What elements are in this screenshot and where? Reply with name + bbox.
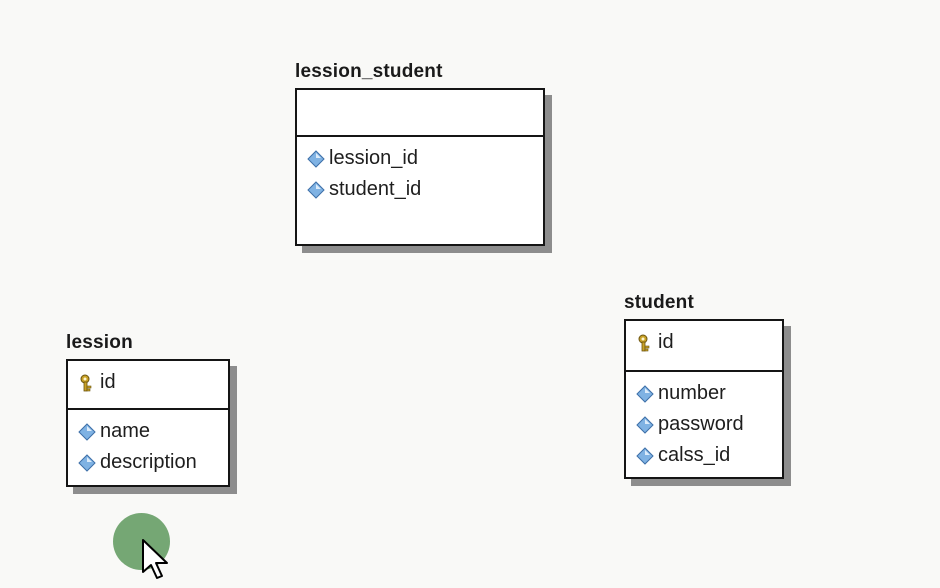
field-row[interactable]: password <box>636 409 774 440</box>
pk-field-name: id <box>658 331 674 353</box>
field-row[interactable]: student_id <box>307 174 535 205</box>
key-icon <box>638 334 650 351</box>
field-name: description <box>100 451 197 473</box>
field-row[interactable]: description <box>78 447 220 478</box>
field-name: calss_id <box>658 444 731 466</box>
entity-title-lession: lession <box>66 332 133 353</box>
entity-title-lession-student: lession_student <box>295 61 443 82</box>
pk-row[interactable]: id <box>78 367 220 398</box>
entity-box-student[interactable]: id number password <box>624 319 784 479</box>
fields-section: lession_id student_id <box>297 137 543 244</box>
field-name: lession_id <box>329 147 418 169</box>
field-name: name <box>100 420 151 442</box>
field-row[interactable]: name <box>78 416 220 447</box>
diamond-icon <box>307 180 325 199</box>
mouse-pointer-icon <box>142 539 168 579</box>
pk-section <box>297 90 543 137</box>
diamond-icon <box>307 149 325 168</box>
diamond-icon <box>636 415 654 434</box>
field-row[interactable]: number <box>636 378 774 409</box>
diamond-icon <box>78 453 96 472</box>
entity-box-lession[interactable]: id name description <box>66 359 230 487</box>
entity-title-student: student <box>624 292 695 313</box>
diamond-icon <box>78 422 96 441</box>
entity-box-lession-student[interactable]: lession_id student_id <box>295 88 545 246</box>
field-row[interactable]: lession_id <box>307 143 535 174</box>
pk-section: id <box>626 321 782 372</box>
diamond-icon <box>636 384 654 403</box>
fields-section: number password calss_id <box>626 372 782 477</box>
pk-section: id <box>68 361 228 410</box>
pk-field-name: id <box>100 371 116 393</box>
pk-row[interactable]: id <box>636 327 774 358</box>
field-row[interactable]: calss_id <box>636 440 774 471</box>
fields-section: name description <box>68 410 228 485</box>
field-name: password <box>658 413 744 435</box>
key-icon <box>80 374 92 391</box>
diamond-icon <box>636 446 654 465</box>
field-name: student_id <box>329 178 422 200</box>
field-name: number <box>658 382 726 404</box>
